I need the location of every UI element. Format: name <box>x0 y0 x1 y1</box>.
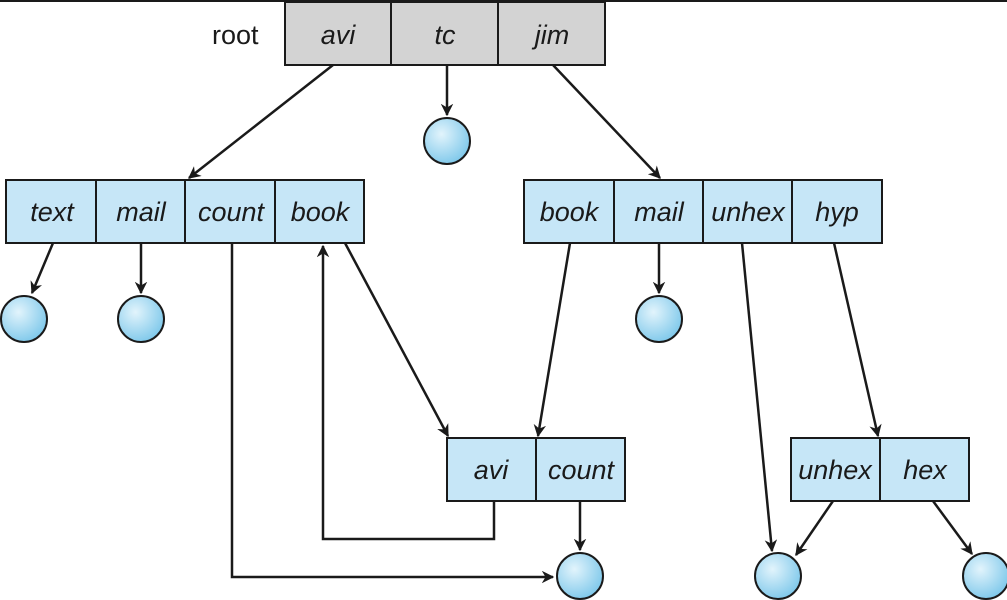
shared-book-directory: avi count <box>446 437 626 502</box>
link-hyp-hex <box>931 500 974 556</box>
link-avi-book <box>343 242 450 438</box>
hyp-entry-hex[interactable]: hex <box>903 455 948 485</box>
link-root-jim <box>552 64 661 179</box>
file-unhex[interactable] <box>754 552 802 600</box>
jim-entry-book[interactable]: book <box>540 197 600 227</box>
file-hex[interactable] <box>962 552 1007 600</box>
link-jim-book <box>533 242 572 438</box>
hyp-directory: unhex hex <box>790 437 970 502</box>
link-avi-text <box>30 242 55 295</box>
book-entry-count[interactable]: count <box>548 455 616 485</box>
avi-entry-count[interactable]: count <box>198 197 266 227</box>
link-jim-hyp <box>832 242 882 438</box>
file-tc[interactable] <box>423 117 471 165</box>
root-entry-jim[interactable]: jim <box>531 20 570 50</box>
root-label: root <box>212 20 259 50</box>
root-entry-avi[interactable]: avi <box>321 20 357 50</box>
book-entry-avi[interactable]: avi <box>474 455 510 485</box>
file-avi-mail[interactable] <box>117 295 165 343</box>
link-root-avi <box>188 64 334 179</box>
jim-directory: book mail unhex hyp <box>523 179 883 244</box>
jim-entry-unhex[interactable]: unhex <box>711 197 786 227</box>
jim-entry-mail[interactable]: mail <box>634 197 685 227</box>
link-jim-unhex <box>740 242 778 553</box>
avi-entry-book[interactable]: book <box>291 197 351 227</box>
link-hyp-unhex <box>794 500 835 557</box>
avi-entry-text[interactable]: text <box>30 197 75 227</box>
file-avi-text[interactable] <box>0 295 48 343</box>
avi-directory: text mail count book <box>5 179 365 244</box>
file-jim-mail[interactable] <box>635 295 683 343</box>
file-count[interactable] <box>556 552 604 600</box>
hyp-entry-unhex[interactable]: unhex <box>798 455 873 485</box>
avi-entry-mail[interactable]: mail <box>116 197 167 227</box>
jim-entry-hyp[interactable]: hyp <box>815 197 859 227</box>
link-book-avi <box>316 244 496 541</box>
link-avi-count <box>230 243 555 584</box>
root-entry-tc[interactable]: tc <box>434 20 456 50</box>
root-directory: avi tc jim <box>284 1 606 66</box>
